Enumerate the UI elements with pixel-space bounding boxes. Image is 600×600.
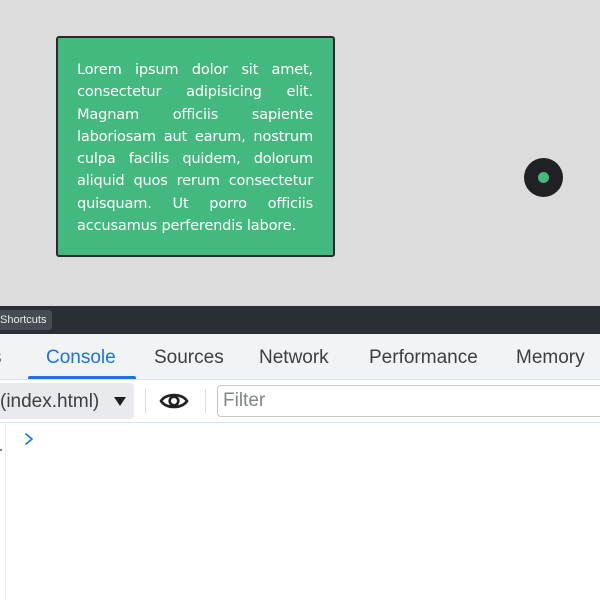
card-text: Lorem ipsum dolor sit amet, consectetur … <box>77 61 313 235</box>
tab-console[interactable]: Console <box>46 347 116 368</box>
devtools-top-bar: Shortcuts <box>0 306 600 334</box>
tab-memory[interactable]: Memory <box>516 347 585 368</box>
toolbar-divider <box>205 389 206 413</box>
toolbar-divider <box>145 389 146 413</box>
context-selector-label: (index.html) <box>0 391 100 412</box>
caret-down-icon <box>114 397 126 406</box>
page-viewport: Lorem ipsum dolor sit amet, consectetur … <box>0 0 600 306</box>
circle-dot <box>524 158 563 197</box>
active-tab-indicator <box>28 376 136 379</box>
text-card: Lorem ipsum dolor sit amet, consectetur … <box>56 36 335 257</box>
console-toolbar: (index.html) <box>0 380 600 423</box>
eye-icon[interactable] <box>159 390 189 412</box>
circle-dot-center <box>538 172 549 183</box>
tab-performance[interactable]: Performance <box>369 347 478 368</box>
devtools-tab-bar: s Console Sources Network Performance Me… <box>0 334 600 380</box>
tab-elements[interactable]: s <box>0 334 2 380</box>
shortcuts-badge[interactable]: Shortcuts <box>0 310 53 330</box>
chevron-right-icon <box>25 433 33 445</box>
edge-mark <box>0 449 2 451</box>
filter-field[interactable] <box>217 385 600 417</box>
console-sidebar-edge <box>0 423 6 600</box>
console-output[interactable] <box>0 423 600 600</box>
filter-input[interactable] <box>223 386 593 416</box>
tab-network[interactable]: Network <box>259 347 329 368</box>
tab-sources[interactable]: Sources <box>154 347 224 368</box>
context-selector[interactable]: (index.html) <box>0 383 134 419</box>
